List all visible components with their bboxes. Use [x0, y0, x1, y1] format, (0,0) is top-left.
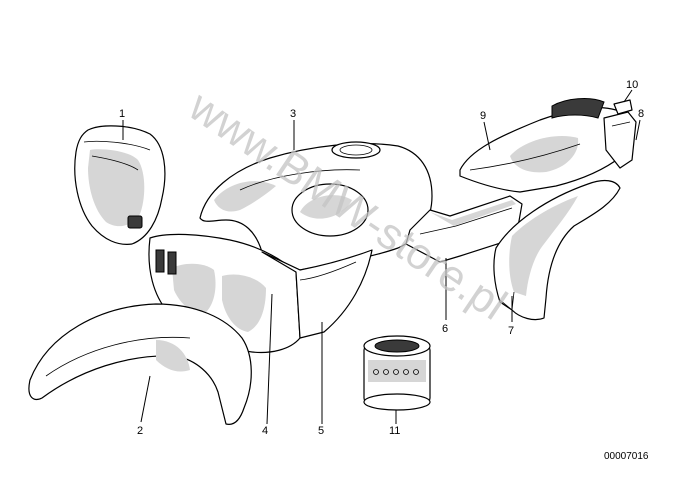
part-3-fuel-tank[interactable]: [199, 141, 433, 271]
callout-7[interactable]: 7: [508, 325, 514, 337]
part-2-front-fender[interactable]: [28, 303, 252, 425]
callout-10[interactable]: 10: [626, 79, 638, 91]
part-9-seat-base[interactable]: [459, 98, 629, 193]
callout-5[interactable]: 5: [318, 425, 324, 437]
callout-9[interactable]: 9: [480, 110, 486, 122]
callout-11[interactable]: 11: [389, 425, 400, 437]
callout-6[interactable]: 6: [442, 323, 448, 335]
part-6-air-duct[interactable]: [405, 195, 523, 263]
callout-3[interactable]: 3: [290, 108, 296, 120]
diagram-reference-code: 00007016: [604, 451, 649, 462]
callout-8[interactable]: 8: [638, 108, 644, 120]
leader-lines: [122, 89, 641, 425]
callout-1[interactable]: 1: [119, 108, 125, 120]
callout-4[interactable]: 4: [262, 425, 268, 437]
callout-2[interactable]: 2: [137, 425, 143, 437]
part-8-seat-mount-bracket[interactable]: [603, 111, 637, 169]
part-11-oil-filter-canister[interactable]: [363, 335, 431, 411]
callout-labels: 1 2 3 4 5 6 7 8 9 10 11: [119, 79, 644, 437]
part-1-headlight-cowl[interactable]: [74, 125, 166, 245]
part-5-tank-side-panel[interactable]: [261, 249, 373, 339]
part-10-tail-clip[interactable]: [613, 99, 633, 115]
